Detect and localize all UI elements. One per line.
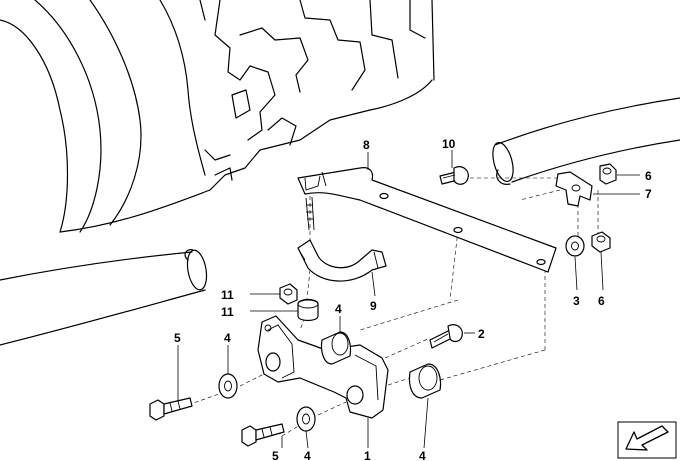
mounting-plate-1[interactable]	[257, 315, 389, 419]
bushing-4-right[interactable]	[408, 363, 442, 399]
clamp-9[interactable]	[297, 239, 387, 282]
washer-4-left[interactable]	[218, 373, 238, 399]
callout-2: 2	[478, 327, 485, 341]
direction-arrow-icon	[617, 421, 677, 459]
nut-6-top[interactable]	[599, 163, 617, 185]
washer-3[interactable]	[565, 235, 585, 257]
callout-3: 3	[573, 294, 580, 308]
bracket-7[interactable]	[555, 171, 593, 207]
rubber-mount-11[interactable]	[297, 298, 319, 322]
assembly-guides	[187, 177, 599, 437]
bolt-5-left[interactable]	[149, 397, 193, 421]
callout-10: 10	[442, 137, 456, 151]
callout-6: 6	[645, 169, 652, 183]
nut-6-right[interactable]	[591, 231, 611, 253]
callout-11: 11	[221, 288, 234, 302]
callout-labels: 8 10 6 7 3 6 9 11 11 4 2 5 4 5 4 1 4	[174, 137, 652, 461]
callout-8: 8	[363, 138, 370, 152]
support-bar-8[interactable]	[297, 167, 557, 273]
exhaust-pipe-right	[492, 97, 680, 185]
callout-4: 4	[224, 331, 231, 345]
bolt-2[interactable]	[429, 324, 463, 349]
callout-1: 1	[364, 449, 371, 461]
callout-9: 9	[370, 299, 377, 313]
callout-5: 5	[174, 331, 181, 345]
callout-6: 6	[598, 294, 605, 308]
washer-4-bottom[interactable]	[296, 406, 316, 432]
bolt-5-bottom[interactable]	[241, 423, 285, 447]
callout-7: 7	[645, 187, 652, 201]
callout-4: 4	[304, 449, 311, 461]
callout-5: 5	[272, 449, 279, 461]
callout-4: 4	[419, 449, 426, 461]
leader-lines	[177, 150, 640, 449]
nut-11[interactable]	[279, 283, 298, 305]
callout-4: 4	[335, 302, 342, 316]
stud-on-clamp	[305, 196, 315, 231]
transmission-housing	[0, 0, 435, 233]
callout-11: 11	[221, 305, 234, 319]
bushing-4-top[interactable]	[320, 331, 352, 365]
exhaust-pipe-left	[0, 249, 208, 346]
bolt-10[interactable]	[439, 166, 469, 185]
